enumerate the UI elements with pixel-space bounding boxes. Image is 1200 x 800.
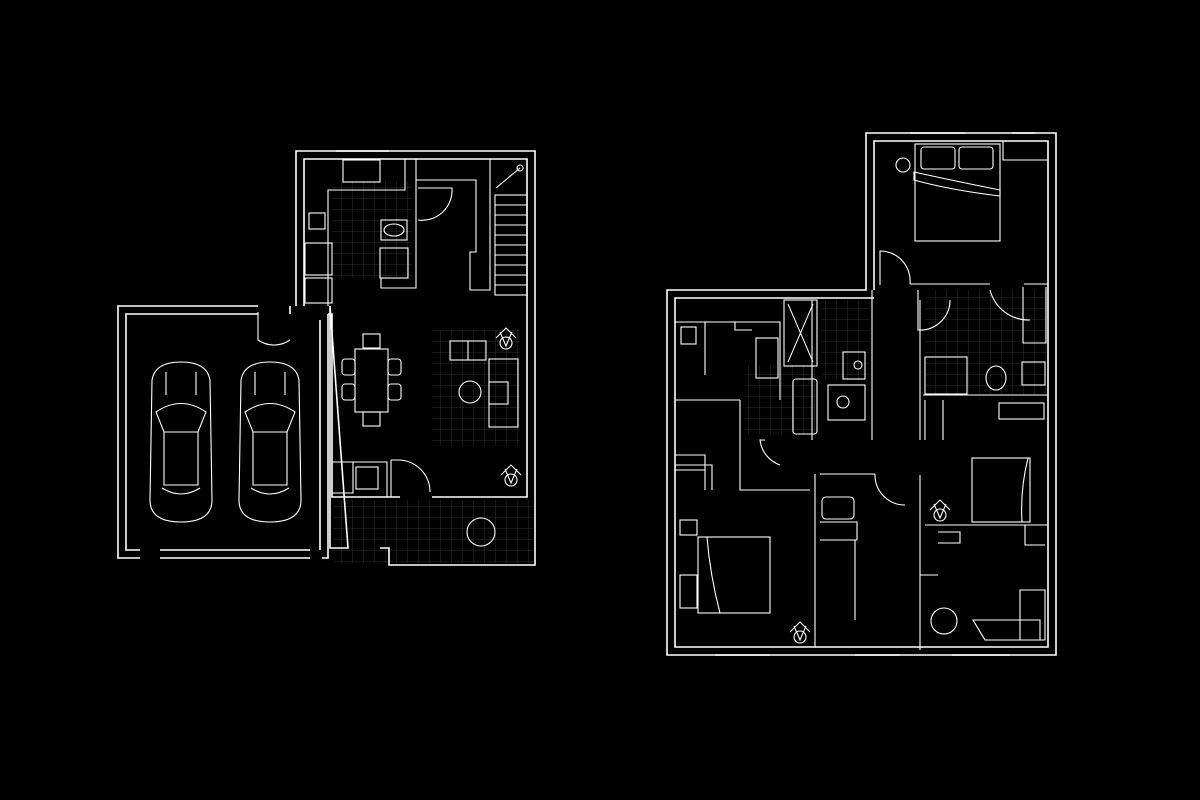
dresser xyxy=(679,574,698,609)
hallway-walls xyxy=(739,290,921,650)
master-bath xyxy=(917,287,1048,396)
chair xyxy=(680,326,697,345)
fridge xyxy=(304,242,333,276)
stair-wall xyxy=(416,158,491,291)
window xyxy=(715,132,1035,656)
bathtub-icon xyxy=(821,496,855,520)
upper-inner-wall xyxy=(674,140,1049,648)
dining-table-icon xyxy=(341,333,402,427)
sink-icon xyxy=(380,219,408,241)
linen-closet xyxy=(820,521,858,620)
plant-icon xyxy=(789,621,811,644)
nightstand-lamp xyxy=(895,157,911,173)
counter xyxy=(380,159,417,289)
door-swing-icon xyxy=(879,250,1048,285)
door-swing-icon xyxy=(417,187,453,221)
stove xyxy=(342,159,381,183)
car-icon xyxy=(238,361,302,523)
ground-floor-plan xyxy=(117,150,536,566)
garage-outer-wall xyxy=(117,305,329,559)
furniture xyxy=(920,525,1045,576)
upper-outer-wall xyxy=(666,132,1057,656)
shower-cross xyxy=(787,303,814,363)
bed-icon xyxy=(971,457,1031,523)
nightstand xyxy=(679,519,698,536)
toilet-icon xyxy=(355,466,379,490)
sink-icon xyxy=(924,356,968,395)
coffee-table xyxy=(458,380,482,404)
powder-room xyxy=(332,459,431,497)
desk xyxy=(755,337,779,379)
bathtub-icon xyxy=(792,378,818,435)
study-walls xyxy=(675,321,781,400)
upper-floor-plan xyxy=(666,132,1057,656)
round-table-icon xyxy=(930,607,958,635)
living-rug xyxy=(432,330,520,446)
bath-tile-floor xyxy=(821,300,869,380)
toilet-icon xyxy=(985,365,1007,391)
patio-table-icon xyxy=(466,517,496,547)
sofa-icon xyxy=(449,340,519,428)
sink-icon xyxy=(842,351,866,380)
plant-icon xyxy=(929,499,951,522)
house-inner-wall xyxy=(303,158,528,498)
door-swing-icon xyxy=(257,312,291,346)
cabinet xyxy=(304,277,333,304)
toilet-bowl xyxy=(836,395,850,409)
bed-icon xyxy=(697,536,771,614)
patio-tile-floor xyxy=(333,500,533,563)
counter xyxy=(304,158,406,306)
garage xyxy=(117,305,329,559)
plant-icon xyxy=(495,327,517,350)
island xyxy=(379,247,409,279)
dresser xyxy=(998,402,1045,420)
plant-icon xyxy=(500,464,522,487)
garage-inner-wall xyxy=(125,313,321,551)
sink-icon xyxy=(308,212,326,230)
basin xyxy=(853,360,863,370)
kitchen xyxy=(304,158,491,306)
cabinet xyxy=(1021,361,1046,386)
sofa-icon xyxy=(972,589,1046,641)
toilet-icon xyxy=(827,384,866,421)
basin xyxy=(383,223,405,237)
shower-icon xyxy=(783,299,818,367)
closet xyxy=(924,400,1048,526)
house-outer-wall xyxy=(295,150,536,566)
wardrobe xyxy=(1002,141,1048,161)
bed-icon xyxy=(913,143,1001,242)
car-icon xyxy=(149,361,213,523)
closet xyxy=(675,399,740,490)
stairs-icon xyxy=(494,164,528,296)
kitchen-tile-floor xyxy=(332,181,412,278)
